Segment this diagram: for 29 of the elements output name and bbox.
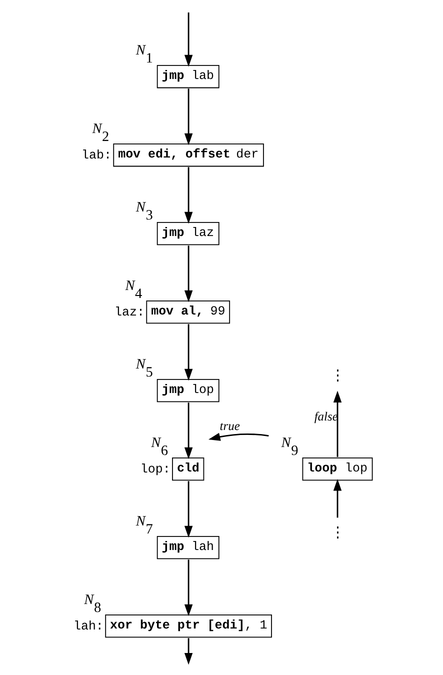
arrow [208,432,268,441]
edge-label: true [219,419,240,434]
node-label: lab: [81,148,111,162]
node-box: jmp lah [156,536,219,560]
arrow [184,324,192,381]
arrow [332,390,342,458]
node-box: jmp lop [156,378,219,402]
node-label: lah: [72,619,103,634]
node-box: xor byte ptr [edi], 1 [104,614,272,638]
arrow [184,12,192,67]
node-box: loop lop [302,457,372,481]
arrow [332,478,342,518]
node-text: ⋮ [330,369,344,386]
arrow [184,402,192,460]
node-box: mov edi, offset der [112,144,264,167]
node-box: jmp lab [156,65,219,88]
arrow [184,481,192,538]
node-label: laz: [114,305,144,320]
node-label: lop: [140,462,170,476]
node-box: jmp laz [156,222,219,246]
arrow [184,167,192,224]
arrow [184,88,192,146]
arrow [184,246,192,302]
arrow [184,560,192,616]
arrow [184,638,192,665]
edge-label: false [314,410,338,424]
node-box: mov al, 99 [146,300,230,324]
node-text: ⋮ [330,526,344,542]
node-box: cld [172,457,204,481]
